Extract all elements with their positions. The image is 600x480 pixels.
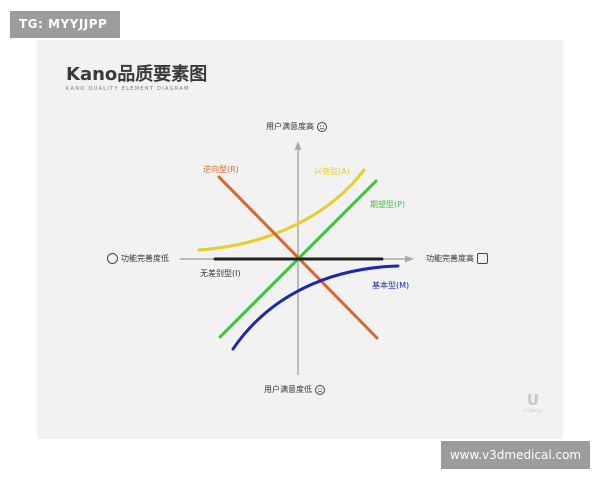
axis-label-top-text: 用户满意度高 (266, 122, 314, 131)
smile-face-icon (317, 121, 327, 132)
label-reverse: 逆向型(R) (203, 165, 239, 174)
label-indifferent: 无差别型(I) (200, 269, 241, 278)
label-performance: 期望型(P) (370, 200, 406, 209)
diagram-subtitle: KANO QUALITY ELEMENT DIAGRAM (66, 86, 190, 92)
axis-label-bottom-text: 用户满意度低 (264, 385, 312, 394)
axis-label-right-text: 功能完善度高 (426, 254, 474, 263)
sad-face-icon (315, 384, 325, 395)
x-axis-arrow (405, 255, 414, 263)
axis-label-left-text: 功能完善度低 (121, 254, 169, 263)
axis-label-left: 功能完善度低 (107, 253, 169, 264)
axis-label-right: 功能完善度高 (426, 253, 488, 264)
diagram-title: Kano品质要素图 (66, 64, 208, 85)
watermark-logo-icon: U (526, 391, 540, 409)
axis-label-top: 用户满意度高 (266, 121, 327, 132)
full-frame-icon (477, 253, 488, 264)
tag-bottom: www.v3dmedical.com (441, 441, 590, 469)
label-excitement: 兴奋型(A) (314, 167, 350, 176)
axis-label-bottom: 用户满意度低 (264, 384, 325, 395)
curve-basic (231, 264, 400, 351)
label-basic: 基本型(M) (372, 281, 410, 290)
y-axis-arrow (294, 141, 302, 150)
curve-excitement (197, 168, 366, 252)
diagram-card (37, 40, 563, 439)
empty-circle-icon (107, 253, 118, 264)
watermark-text: UI Design (523, 408, 543, 413)
watermark: U UI Design (518, 392, 548, 413)
tag-top: TG: MYYJJPP (10, 11, 120, 38)
